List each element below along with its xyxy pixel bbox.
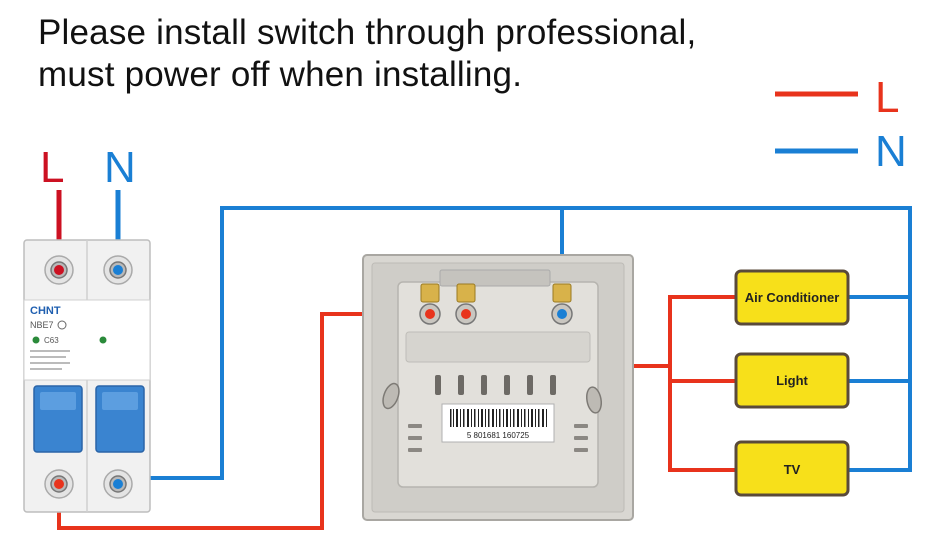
live-load-bus-wire xyxy=(668,295,736,472)
breaker-live-label: L xyxy=(40,143,64,192)
breaker-neutral-label: N xyxy=(104,143,136,192)
breaker-terminal-bottom-neutral xyxy=(103,469,133,499)
breaker-terminal-bottom-live xyxy=(44,469,74,499)
load-box xyxy=(734,440,850,497)
switch-top-tab xyxy=(439,269,551,287)
barcode-number: 5 801681 160725 xyxy=(467,431,530,440)
switch-clip xyxy=(574,448,588,452)
switch-terminal-l-out xyxy=(455,283,477,325)
warning-heading: Please install switch through profession… xyxy=(38,12,696,96)
switch-vents xyxy=(435,375,556,395)
breaker-label-panel xyxy=(23,299,151,381)
switch-mount-screw-right xyxy=(585,386,603,414)
breaker-cert-mark xyxy=(57,320,67,330)
load-light: Light xyxy=(734,352,850,409)
load-label: Air Conditioner xyxy=(745,290,840,305)
breaker-lever-highlight xyxy=(102,392,138,410)
breaker-terminal-top-neutral xyxy=(103,255,133,285)
breaker-model: NBE7 xyxy=(30,320,54,330)
loads: Air Conditioner Light TV xyxy=(734,269,850,497)
load-box xyxy=(734,352,850,409)
breaker-lever-highlight xyxy=(40,392,76,410)
switch-terminal-block xyxy=(405,331,591,363)
switch-clip xyxy=(574,424,588,428)
switch-terminal-l-in xyxy=(419,283,441,325)
neutral-bus-wire xyxy=(118,206,912,480)
breaker-rating: C63 xyxy=(44,336,59,345)
switch-clip xyxy=(408,448,422,452)
switch-clip xyxy=(408,424,422,428)
wires xyxy=(56,190,912,530)
breaker-indicator xyxy=(32,336,40,344)
load-air-conditioner: Air Conditioner xyxy=(734,269,850,326)
load-label: Light xyxy=(776,373,808,388)
warning-line-1: Please install switch through profession… xyxy=(38,13,697,52)
load-tv: TV xyxy=(734,440,850,497)
breaker-spec-line xyxy=(30,356,66,358)
circuit-breaker: CHNT NBE7 C63 xyxy=(23,239,151,513)
wall-switch: 5 801681 160725 xyxy=(362,254,634,521)
legend-live-label: L xyxy=(875,73,899,122)
switch-clip xyxy=(408,436,422,440)
breaker-spec-line xyxy=(30,368,62,370)
breaker-indicator-2 xyxy=(99,336,107,344)
switch-clip xyxy=(574,436,588,440)
breaker-terminal-top-live xyxy=(44,255,74,285)
switch-mount-screw-left xyxy=(382,382,400,410)
breaker-spec-line xyxy=(30,362,70,364)
breaker-brand: CHNT xyxy=(30,305,61,317)
load-box xyxy=(734,269,850,326)
breaker-spec-line xyxy=(30,350,70,352)
warning-line-2: must power off when installing. xyxy=(38,55,523,94)
switch-terminal-n xyxy=(551,283,573,325)
live-to-switch-wire xyxy=(57,312,430,530)
legend: L N xyxy=(775,73,907,176)
load-label: TV xyxy=(784,462,801,477)
legend-neutral-label: N xyxy=(875,127,907,176)
barcode-bars xyxy=(450,409,547,427)
